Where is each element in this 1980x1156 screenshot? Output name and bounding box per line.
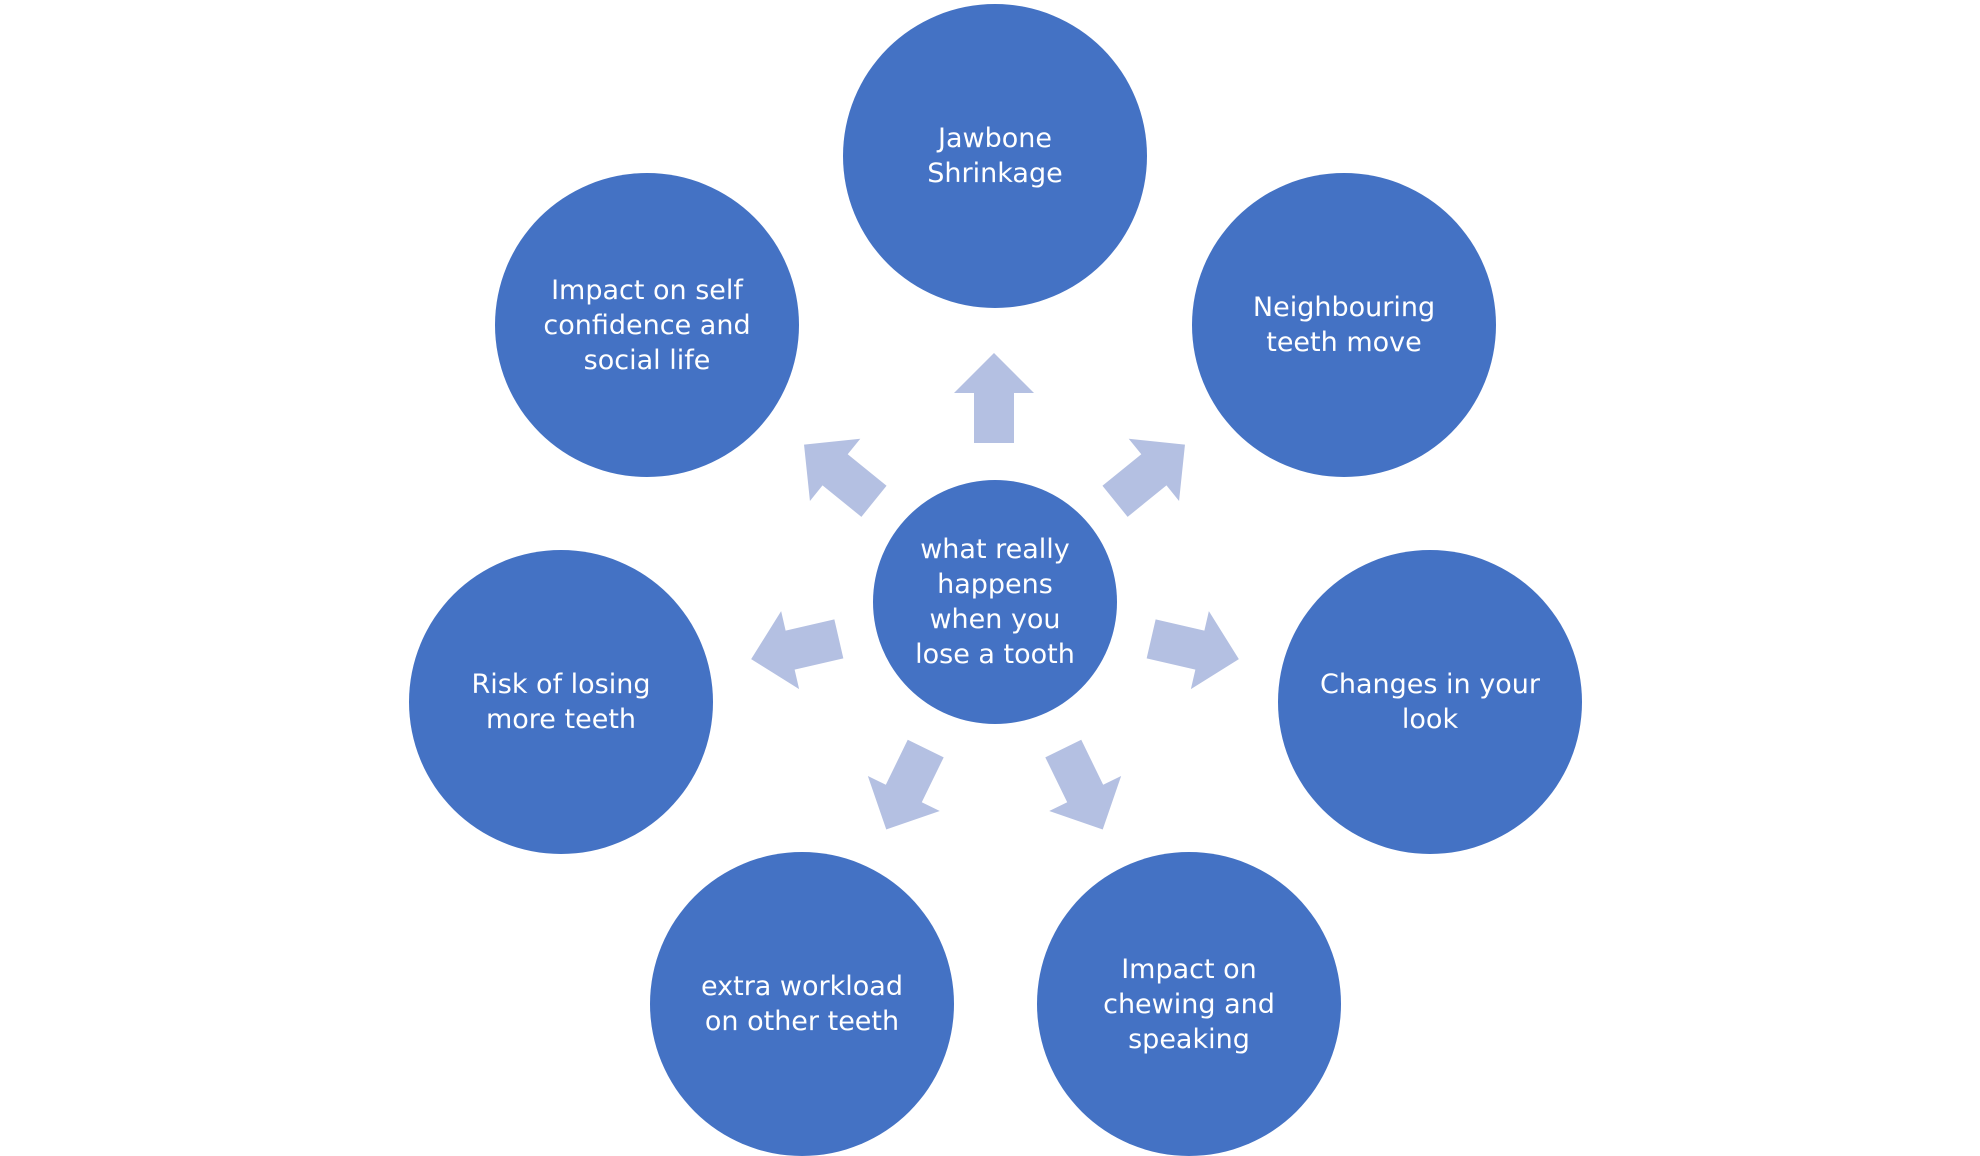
- arrow-up-icon: [1102, 438, 1185, 517]
- arrow-to-risk: [742, 600, 848, 698]
- arrow-up-icon: [751, 611, 844, 690]
- arrow-to-neighbouring: [1090, 414, 1210, 533]
- node-label: Risk of losing more teeth: [471, 669, 651, 735]
- node-label: Impact on chewing and speaking: [1103, 953, 1275, 1055]
- node-jawbone-shrinkage: Jawbone Shrinkage: [843, 4, 1147, 308]
- arrow-to-workload: [850, 731, 961, 847]
- node-risk-of-losing-teeth: Risk of losing more teeth: [409, 550, 713, 854]
- arrow-up-icon: [867, 739, 944, 830]
- arrow-to-confidence: [779, 414, 899, 533]
- node-self-confidence: Impact on self confidence and social lif…: [495, 173, 799, 477]
- arrow-to-look: [1142, 600, 1248, 698]
- arrow-up-icon: [1045, 739, 1122, 830]
- node-label: Neighbouring teeth move: [1252, 292, 1436, 358]
- arrow-to-chewing: [1027, 731, 1138, 847]
- node-label: Impact on self confidence and social lif…: [543, 274, 751, 376]
- node-impact-on-chewing: Impact on chewing and speaking: [1037, 852, 1341, 1156]
- arrow-up-icon: [804, 438, 887, 517]
- arrow-up-icon: [954, 353, 1034, 443]
- arrow-to-jawbone: [954, 353, 1034, 443]
- node-changes-in-your-look: Changes in your look: [1278, 550, 1582, 854]
- node-label: extra workload on other teeth: [701, 971, 903, 1037]
- node-neighbouring-teeth-move: Neighbouring teeth move: [1192, 173, 1496, 477]
- center-node: what really happens when you lose a toot…: [873, 480, 1117, 724]
- node-extra-workload: extra workload on other teeth: [650, 852, 954, 1156]
- arrow-up-icon: [1146, 611, 1239, 690]
- node-label: Changes in your look: [1320, 669, 1540, 735]
- node-label: Jawbone Shrinkage: [927, 123, 1063, 189]
- center-node-label: what really happens when you lose a toot…: [915, 534, 1075, 670]
